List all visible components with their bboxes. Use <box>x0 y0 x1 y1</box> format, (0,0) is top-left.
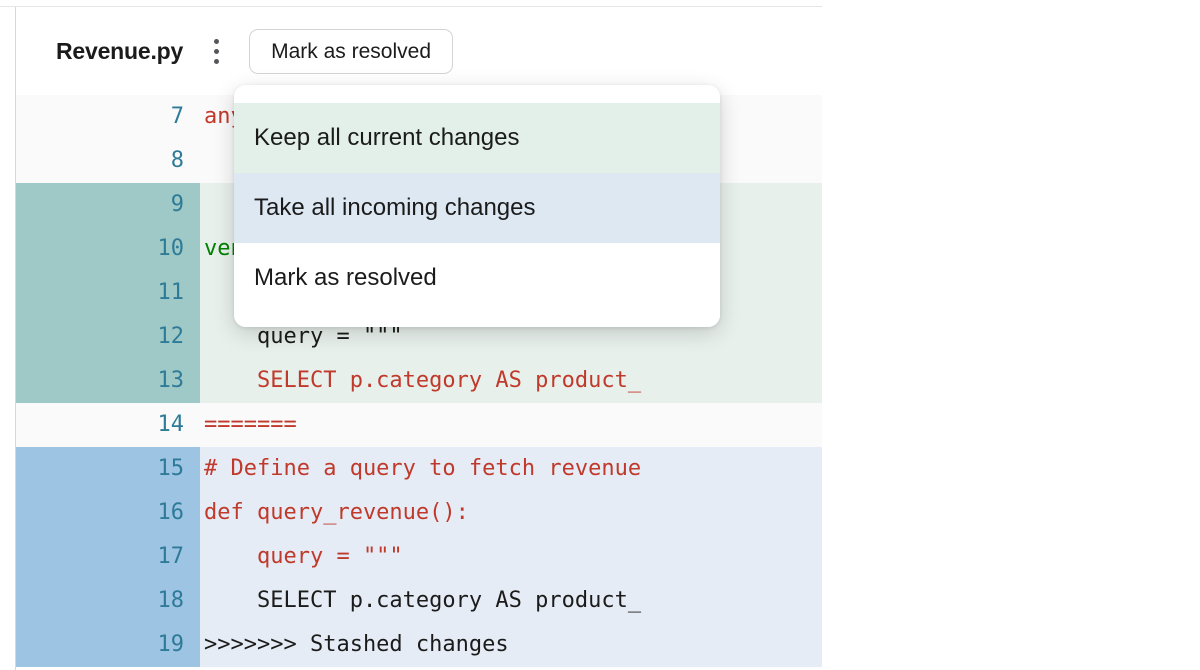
code-row[interactable]: 13 SELECT p.category AS product_ <box>16 359 822 403</box>
line-number: 13 <box>16 359 200 403</box>
code-line-text: SELECT p.category AS product_ <box>200 579 822 623</box>
menu-top-padding <box>234 85 720 103</box>
line-number: 12 <box>16 315 200 359</box>
line-number: 16 <box>16 491 200 535</box>
kebab-menu-icon[interactable] <box>204 33 228 69</box>
file-header: Revenue.py Mark as resolved <box>16 7 453 95</box>
code-line-text: SELECT p.category AS product_ <box>200 359 822 403</box>
menu-item-mark-as-resolved[interactable]: Mark as resolved <box>234 243 720 313</box>
line-number: 8 <box>16 139 200 183</box>
kebab-dot-2 <box>213 48 219 54</box>
line-number: 10 <box>16 227 200 271</box>
code-line-text: query = """ <box>200 535 822 579</box>
mark-as-resolved-button[interactable]: Mark as resolved <box>249 28 453 74</box>
code-row[interactable]: 19>>>>>>> Stashed changes <box>16 623 822 667</box>
code-line-text: def query_revenue(): <box>200 491 822 535</box>
line-number: 15 <box>16 447 200 491</box>
top-divider <box>0 6 822 7</box>
kebab-dot-1 <box>213 38 219 44</box>
line-number: 19 <box>16 623 200 667</box>
line-number: 11 <box>16 271 200 315</box>
code-row[interactable]: 17 query = """ <box>16 535 822 579</box>
line-number: 18 <box>16 579 200 623</box>
menu-item-keep-all-current-changes[interactable]: Keep all current changes <box>234 103 720 173</box>
menu-bottom-padding <box>234 313 720 327</box>
code-line-text: >>>>>>> Stashed changes <box>200 623 822 667</box>
line-number: 9 <box>16 183 200 227</box>
line-number: 17 <box>16 535 200 579</box>
code-row[interactable]: 18 SELECT p.category AS product_ <box>16 579 822 623</box>
code-line-text: # Define a query to fetch revenue <box>200 447 822 491</box>
code-line-text: ======= <box>200 403 822 447</box>
line-number: 14 <box>16 403 200 447</box>
code-row[interactable]: 15# Define a query to fetch revenue <box>16 447 822 491</box>
menu-item-take-all-incoming-changes[interactable]: Take all incoming changes <box>234 173 720 243</box>
code-row[interactable]: 14======= <box>16 403 822 447</box>
kebab-dot-3 <box>213 58 219 64</box>
page-title: Revenue.py <box>56 37 184 64</box>
left-divider <box>15 7 16 670</box>
line-number: 7 <box>16 95 200 139</box>
